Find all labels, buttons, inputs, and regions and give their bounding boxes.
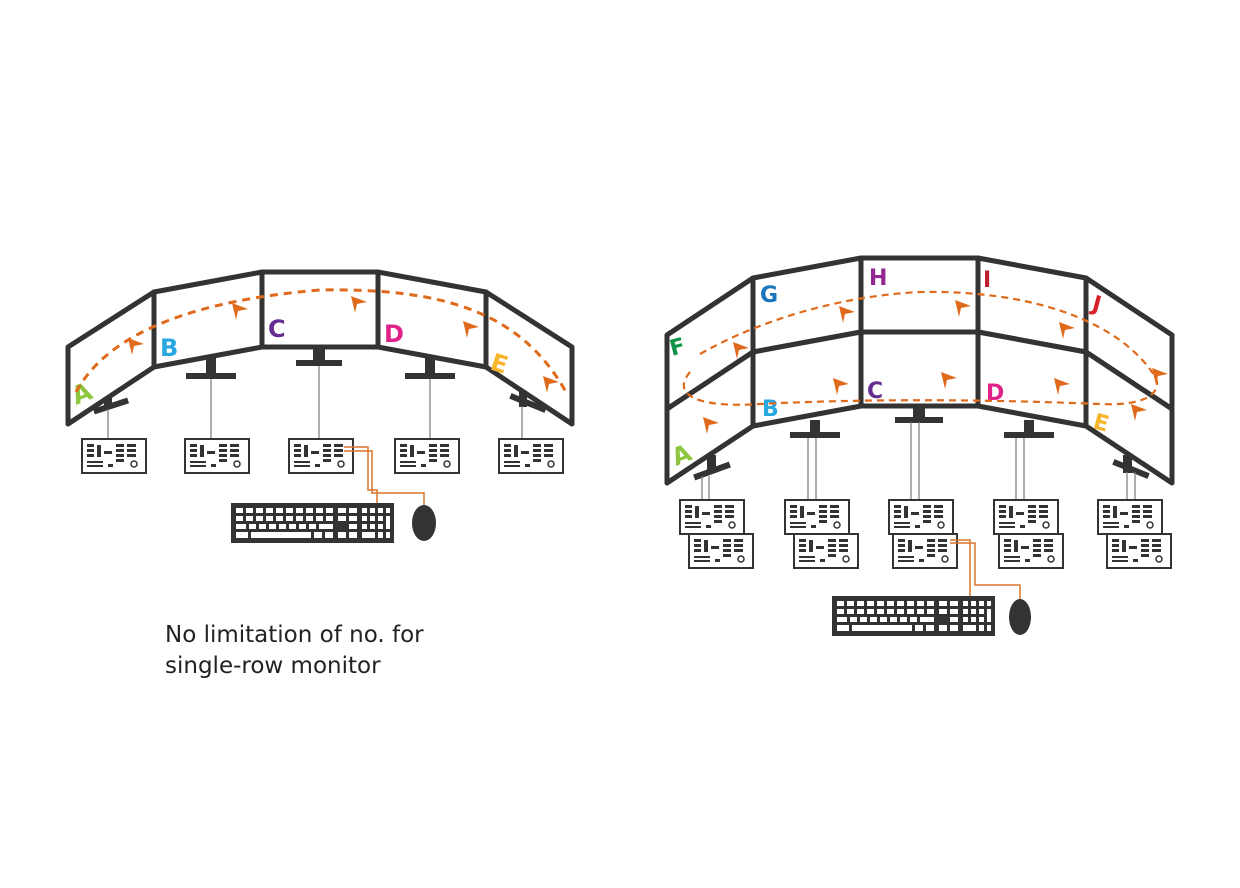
computer-icon — [993, 499, 1059, 535]
monitor-icon — [483, 289, 575, 427]
computer-icon — [888, 499, 954, 535]
computer-icon — [793, 533, 859, 569]
two-row-diagram: F G H I J A B C D E — [664, 255, 1175, 636]
usb-cable — [344, 450, 425, 506]
screen-letter-i: I — [983, 268, 991, 293]
caption-line-2: single-row monitor — [165, 653, 381, 679]
computer-icon — [288, 438, 354, 474]
monitor-stands — [92, 347, 547, 415]
computer-icon — [688, 533, 754, 569]
screen-letter-b: B — [160, 334, 178, 362]
screen-letter-f: F — [667, 334, 688, 362]
caption: No limitation of no. for single-row moni… — [165, 620, 485, 682]
computer-icon — [498, 438, 564, 474]
screen-letter-h: H — [869, 266, 887, 291]
caption-line-1: No limitation of no. for — [165, 622, 424, 648]
monitor-screens — [664, 255, 1175, 486]
computer-icon — [394, 438, 460, 474]
computer-icon — [1106, 533, 1172, 569]
computer-icon — [1097, 499, 1163, 535]
computer-icon — [892, 533, 958, 569]
monitor-stands — [693, 405, 1150, 481]
keyboard-icon — [231, 503, 394, 543]
computer-icon — [184, 438, 250, 474]
screen-letter-c: C — [867, 379, 883, 404]
screen-letter-g: G — [760, 283, 778, 308]
video-cables — [107, 366, 523, 440]
screen-letter-d: D — [986, 381, 1004, 406]
screen-letter-b: B — [762, 397, 779, 422]
mouse-icon — [412, 505, 436, 541]
usb-cable — [950, 542, 1021, 600]
monitor-screens — [65, 269, 575, 427]
computer-icon — [81, 438, 147, 474]
computer-icon — [998, 533, 1064, 569]
monitor-icon — [1083, 349, 1175, 486]
usb-cable — [344, 446, 378, 505]
single-row-diagram: A B C D E — [65, 269, 575, 543]
screen-letter-c: C — [268, 315, 286, 343]
cursor-path — [682, 290, 1159, 406]
computer-icon — [784, 499, 850, 535]
usb-cable — [950, 539, 971, 596]
keyboard-icon — [832, 596, 995, 636]
mouse-icon — [1009, 599, 1031, 635]
computer-icon — [679, 499, 745, 535]
screen-letter-d: D — [384, 320, 404, 348]
screen-letter-e: E — [1090, 410, 1111, 438]
cursor-path — [74, 288, 568, 393]
